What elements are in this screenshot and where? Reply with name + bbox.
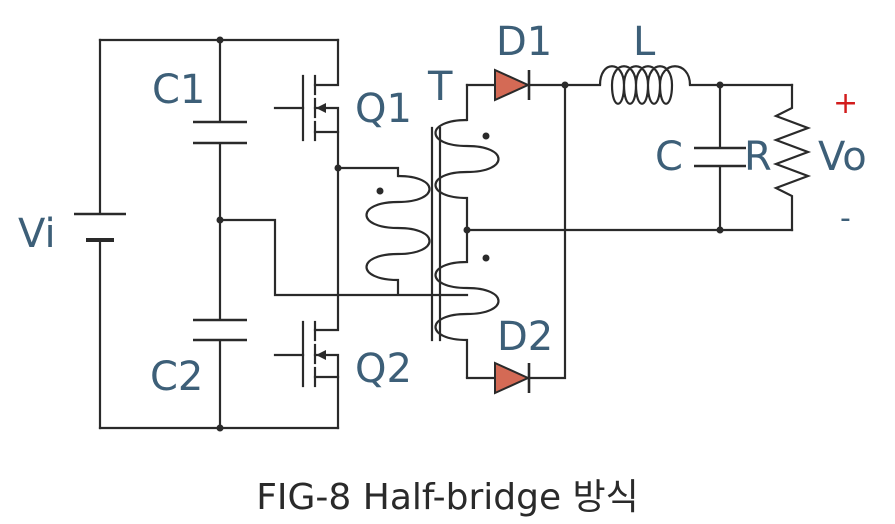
node-out-top bbox=[716, 81, 724, 89]
label-c: C bbox=[655, 134, 683, 180]
battery-vi bbox=[74, 212, 126, 242]
capacitor-c-out bbox=[694, 83, 746, 232]
secondary-winding-upper bbox=[434, 118, 500, 230]
node-cap-mid bbox=[216, 216, 224, 224]
mosfet-q2 bbox=[273, 166, 340, 430]
node-rectifier bbox=[561, 81, 569, 89]
label-q2: Q2 bbox=[355, 346, 412, 392]
label-plus: + bbox=[833, 86, 858, 121]
label-vo: Vo bbox=[818, 134, 867, 180]
capacitor-c2 bbox=[193, 318, 247, 342]
transformer-t bbox=[336, 83, 500, 378]
node-top bbox=[216, 36, 224, 44]
label-l: L bbox=[633, 19, 656, 65]
label-minus: - bbox=[840, 201, 851, 236]
node-bottom bbox=[216, 424, 224, 432]
label-d2: D2 bbox=[497, 314, 553, 360]
resistor-r bbox=[772, 83, 812, 232]
mosfet-q1 bbox=[273, 38, 340, 170]
inductor-l bbox=[598, 65, 794, 105]
label-q1: Q1 bbox=[355, 86, 412, 132]
primary-winding bbox=[365, 174, 431, 295]
figure-caption: FIG-8 Half-bridge 방식 bbox=[256, 477, 639, 518]
label-d1: D1 bbox=[496, 19, 552, 65]
node-out-bottom bbox=[716, 226, 724, 234]
diode-d2 bbox=[465, 83, 567, 395]
label-vi: Vi bbox=[18, 211, 56, 257]
label-t: T bbox=[427, 64, 453, 110]
secondary-winding-lower bbox=[434, 230, 500, 378]
label-c1: C1 bbox=[152, 67, 205, 113]
diode-d1 bbox=[465, 68, 602, 102]
label-c2: C2 bbox=[150, 354, 203, 400]
input-section bbox=[74, 36, 469, 432]
capacitor-c1 bbox=[193, 120, 247, 145]
label-r: R bbox=[744, 134, 772, 180]
